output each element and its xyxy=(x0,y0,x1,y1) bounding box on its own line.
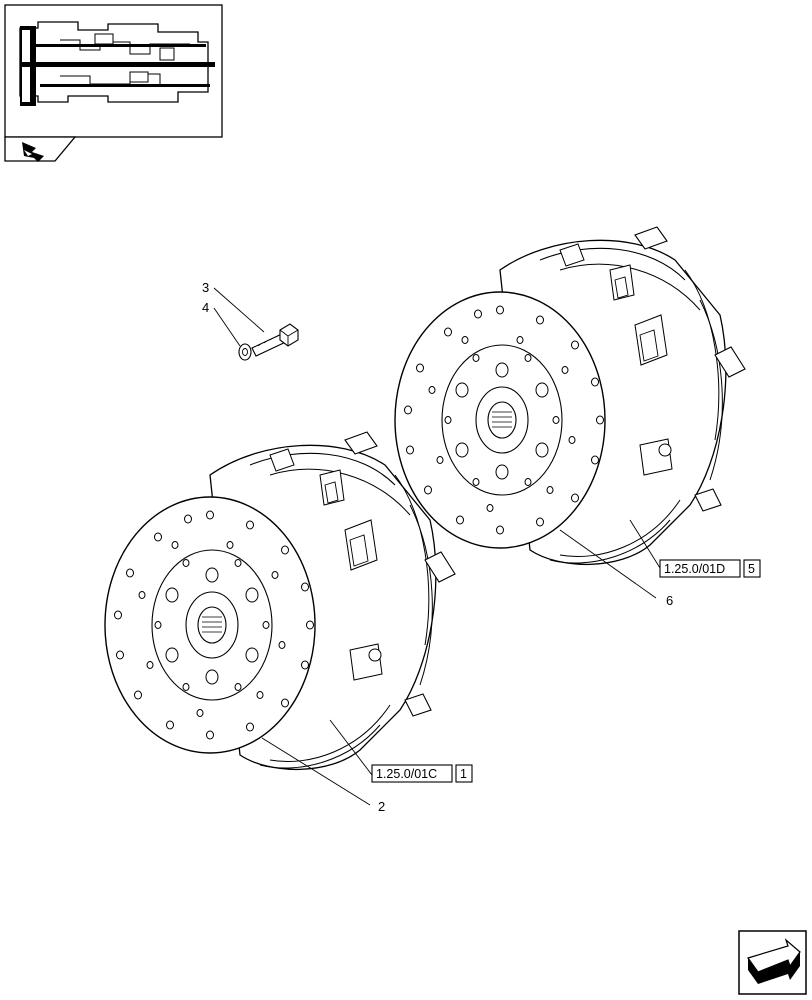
reference-box-lower[interactable]: 1.25.0/01C 1 xyxy=(371,764,473,783)
previous-page-arrow-icon[interactable] xyxy=(22,142,44,162)
bolt-and-washer xyxy=(238,323,299,361)
callout-leader-2 xyxy=(261,737,371,806)
reference-index-lower: 1 xyxy=(460,767,467,781)
reference-box-upper[interactable]: 1.25.0/01D 5 xyxy=(659,559,761,578)
reference-code-upper: 1.25.0/01D xyxy=(664,562,725,576)
reference-index-upper: 5 xyxy=(748,562,755,576)
reference-leader-upper xyxy=(629,519,661,569)
callout-leader-4 xyxy=(213,307,241,347)
clutch-assembly-upper xyxy=(394,226,746,566)
reference-code-lower: 1.25.0/01C xyxy=(376,767,437,781)
callout-leader-6 xyxy=(559,529,657,599)
locator-thumbnail xyxy=(4,4,223,162)
callout-label-6: 6 xyxy=(666,593,673,608)
callout-label-3: 3 xyxy=(202,280,209,295)
transmission-section-thumbnail xyxy=(19,21,215,106)
clutch-assembly-lower xyxy=(104,431,456,771)
callout-label-2: 2 xyxy=(378,799,385,814)
reference-leader-lower xyxy=(329,719,373,776)
callout-leader-3 xyxy=(213,287,265,333)
next-page-arrow-icon[interactable] xyxy=(738,930,807,995)
callout-label-4: 4 xyxy=(202,300,209,315)
